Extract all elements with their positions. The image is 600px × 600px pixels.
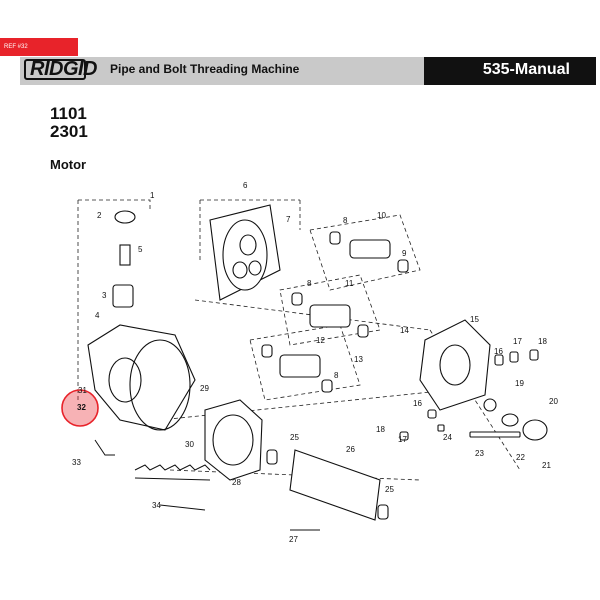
- callout-25a: 25: [290, 433, 299, 442]
- callout-10: 10: [377, 211, 386, 220]
- callout-5: 5: [138, 245, 143, 254]
- callout-26: 26: [346, 445, 355, 454]
- callout-27: 27: [289, 535, 298, 544]
- callout-23: 23: [475, 449, 484, 458]
- callout-28: 28: [232, 478, 241, 487]
- callout-labels: 1 2 3 4 5 6 7 8 8 8 9 10 11 12 13 14 15 …: [72, 181, 558, 544]
- callout-8c: 8: [334, 371, 339, 380]
- header-black-block: [424, 57, 596, 85]
- callout-9: 9: [402, 249, 407, 258]
- callout-6: 6: [243, 181, 248, 190]
- callout-13: 13: [354, 355, 363, 364]
- callout-8a: 8: [343, 216, 348, 225]
- callout-1: 1: [150, 191, 155, 200]
- callout-32: 32: [77, 403, 86, 412]
- callout-7: 7: [286, 215, 291, 224]
- callout-25b: 25: [385, 485, 394, 494]
- highlight-circle-part-32: [61, 389, 99, 427]
- callout-21: 21: [542, 461, 551, 470]
- header-title: Pipe and Bolt Threading Machine: [110, 62, 300, 76]
- callout-11: 11: [345, 279, 354, 288]
- callout-3: 3: [102, 291, 107, 300]
- manual-title: 535-Manual: [482, 61, 570, 78]
- section-title: Motor: [50, 157, 87, 172]
- callout-17b: 17: [398, 435, 407, 444]
- callout-31: 31: [78, 386, 87, 395]
- callout-19: 19: [515, 379, 524, 388]
- callout-14: 14: [400, 326, 409, 335]
- callout-12: 12: [316, 336, 325, 345]
- callout-18b: 18: [376, 425, 385, 434]
- callout-17a: 17: [513, 337, 522, 346]
- callout-33: 33: [72, 458, 81, 467]
- callout-4: 4: [95, 311, 100, 320]
- header-bar: [20, 57, 596, 85]
- callout-16a: 16: [494, 347, 503, 356]
- callout-34: 34: [152, 501, 161, 510]
- callout-24: 24: [443, 433, 452, 442]
- callout-2: 2: [97, 211, 102, 220]
- brand-logo: RIDGID: [30, 58, 98, 80]
- callout-18a: 18: [538, 337, 547, 346]
- ref-tag: REF #32: [0, 38, 78, 56]
- callout-30: 30: [185, 440, 194, 449]
- callout-15: 15: [470, 315, 479, 324]
- callout-20: 20: [549, 397, 558, 406]
- callout-16b: 16: [413, 399, 422, 408]
- callout-29: 29: [200, 384, 209, 393]
- model-number-2: 2301: [50, 122, 88, 141]
- brand-logo-frame: [24, 59, 86, 80]
- callout-22: 22: [516, 453, 525, 462]
- model-number-1: 1101: [50, 104, 87, 123]
- callout-8b: 8: [307, 279, 312, 288]
